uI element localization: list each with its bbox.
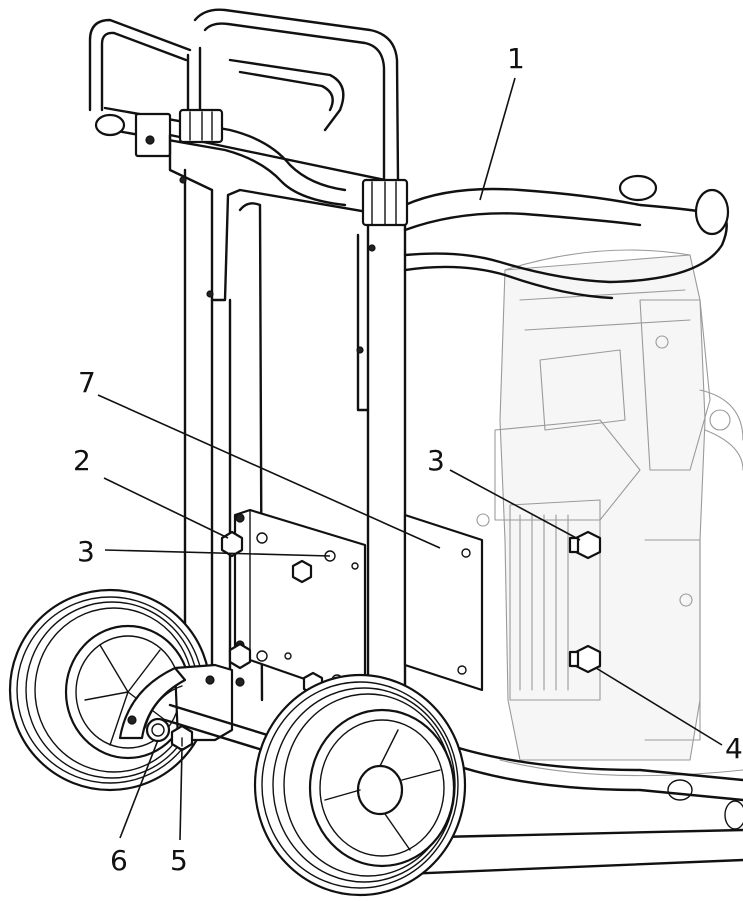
callout-1: 1 [507,42,525,75]
callout-leaders [97,77,723,841]
machine-body-ghost [476,249,743,777]
axle-bracket [118,663,302,762]
callout-5: 5 [170,844,188,877]
callout-4: 4 [725,732,743,765]
motor-bolts [568,530,602,674]
leader-2 [103,477,229,539]
leader-1 [479,77,516,201]
leader-4 [595,667,723,746]
leader-6 [119,739,159,839]
callout-7: 7 [78,366,96,399]
callout-3b: 3 [427,444,445,477]
rubber-plate [403,513,484,692]
leader-3b [449,469,581,541]
right-wheel [253,673,467,897]
leader-5 [179,747,183,841]
callout-2: 2 [73,444,91,477]
leader-7 [97,394,441,549]
callout-labels: 1 2 3 3 4 5 6 7 [73,42,743,877]
mount-plate [220,508,367,702]
handle-assembly [88,8,730,300]
callout-6: 6 [110,844,128,877]
leader-3a [104,549,331,557]
callout-3a: 3 [77,535,95,568]
